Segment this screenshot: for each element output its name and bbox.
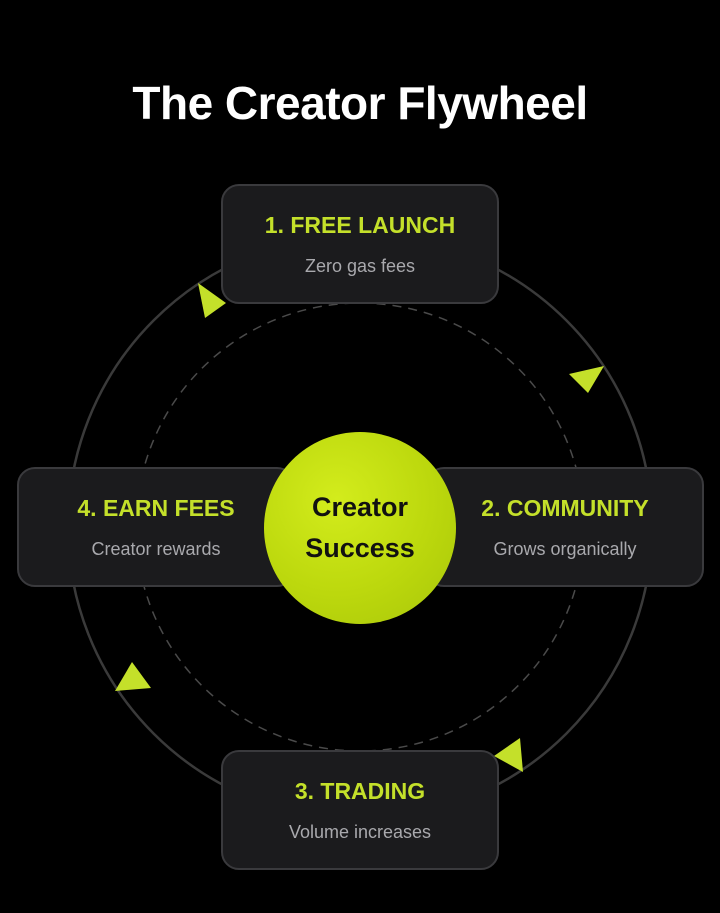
page-title: The Creator Flywheel — [132, 77, 588, 129]
triangle-arrow-icon — [198, 283, 226, 318]
step-subtitle: Zero gas fees — [304, 256, 416, 276]
center-label-line2: Success — [305, 533, 415, 563]
step-subtitle: Volume increases — [288, 822, 432, 842]
step-card-earn-fees: 4. EARN FEES Creator rewards — [17, 467, 295, 587]
step-title: 3. TRADING — [294, 778, 426, 804]
step-card-community: 2. COMMUNITY Grows organically — [426, 467, 704, 587]
step-title: 1. FREE LAUNCH — [264, 212, 456, 238]
step-title: 2. COMMUNITY — [481, 495, 649, 521]
step-title: 4. EARN FEES — [77, 495, 235, 521]
center-hub: Creator Success — [264, 432, 456, 624]
step-subtitle: Creator rewards — [91, 539, 221, 559]
center-label-line1: Creator — [311, 492, 409, 522]
step-card-free-launch: 1. FREE LAUNCH Zero gas fees — [221, 184, 499, 304]
triangle-arrow-icon — [115, 662, 151, 691]
triangle-arrow-icon — [494, 738, 523, 772]
step-card-trading: 3. TRADING Volume increases — [221, 750, 499, 870]
step-subtitle: Grows organically — [493, 539, 637, 559]
triangle-arrow-icon — [569, 366, 604, 393]
